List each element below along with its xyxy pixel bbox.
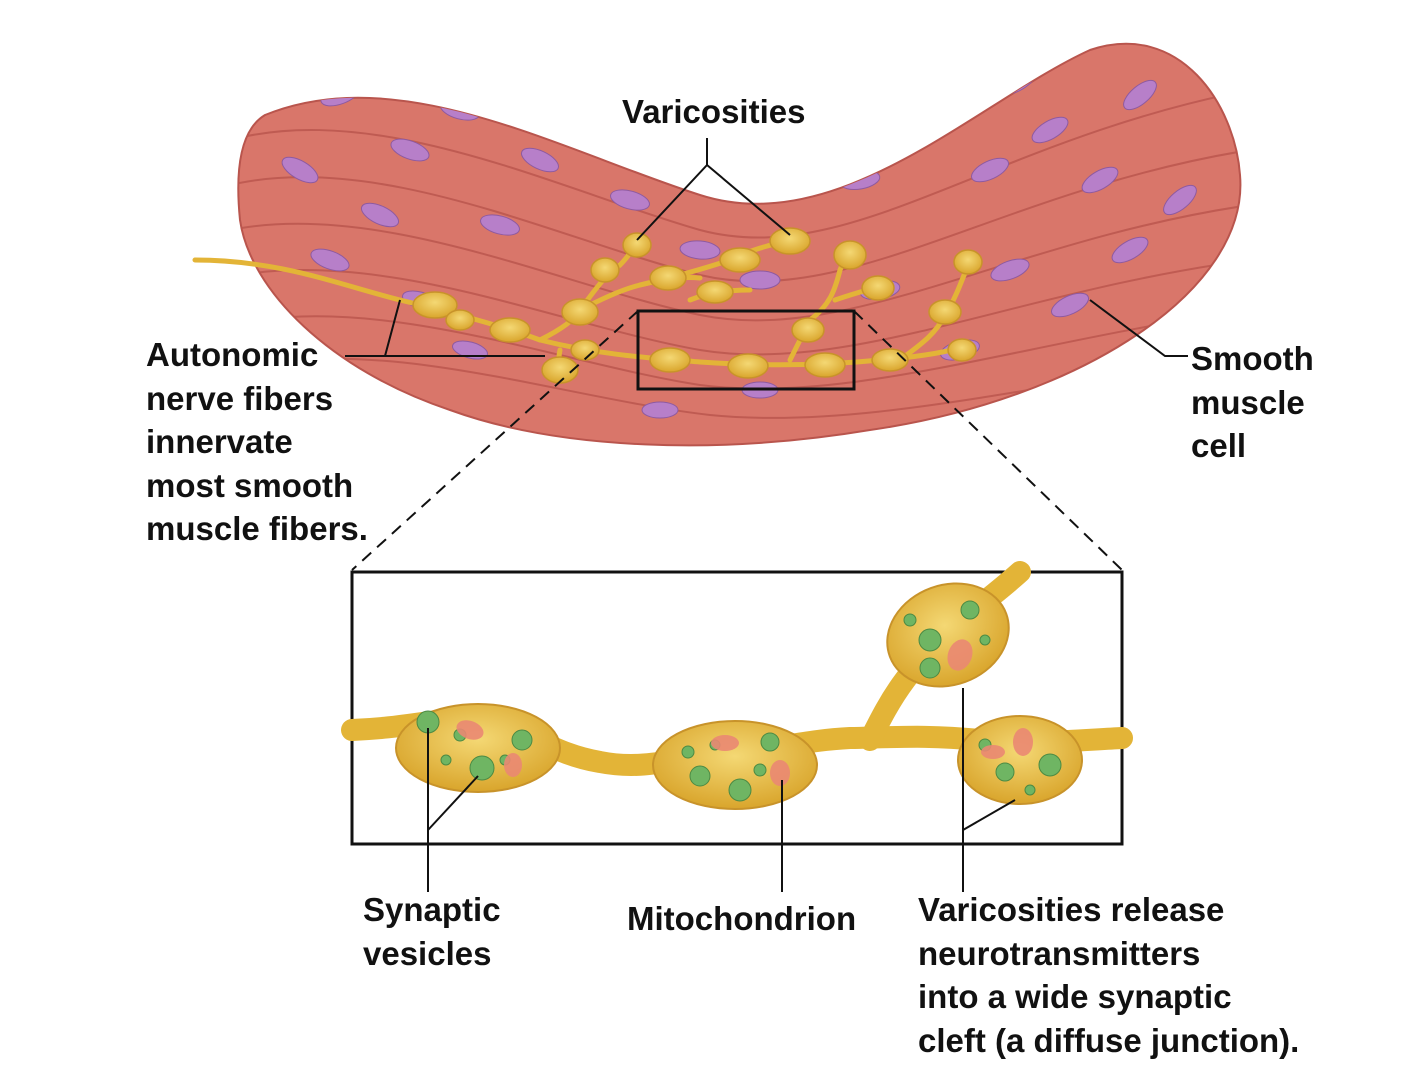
label-mitochondrion: Mitochondrion [627, 897, 856, 941]
label-line: cell [1191, 427, 1247, 464]
label-varicosities-release: Varicosities release neurotransmitters i… [918, 888, 1299, 1062]
label-line: muscle [1191, 383, 1305, 421]
label-line: vesicles [363, 934, 492, 972]
magnified-region-box [636, 309, 856, 391]
label-line: into a wide synaptic [918, 978, 1232, 1015]
label-varicosities-text: Varicosities [622, 93, 806, 130]
label-line: muscle fibers. [146, 510, 368, 547]
label-line: cleft (a diffuse junction). [918, 1021, 1300, 1059]
label-line: neurotransmitters [918, 934, 1201, 972]
mitochondria [456, 639, 1033, 786]
varicosities-top [412, 227, 983, 384]
label-synaptic-vesicles: Synaptic vesicles [363, 888, 501, 975]
magnification-lines [351, 310, 1123, 571]
label-line: nerve fibers [146, 379, 334, 417]
label-line: innervate [146, 423, 293, 460]
inset-panel [341, 561, 1133, 846]
leader-lines [345, 138, 1188, 892]
label-line: Synaptic [363, 891, 501, 928]
label-autonomic-nerve-fibers: Autonomic nerve fibers innervate most sm… [146, 333, 368, 551]
label-line: Varicosities release [918, 891, 1225, 928]
label-line: most smooth [146, 466, 354, 504]
label-smooth-muscle-cell: Smooth muscle cell [1191, 337, 1314, 468]
label-mitochondrion-text: Mitochondrion [627, 900, 857, 937]
label-varicosities: Varicosities [622, 90, 805, 134]
label-line: Autonomic [146, 336, 319, 373]
label-line: Smooth [1191, 340, 1314, 377]
